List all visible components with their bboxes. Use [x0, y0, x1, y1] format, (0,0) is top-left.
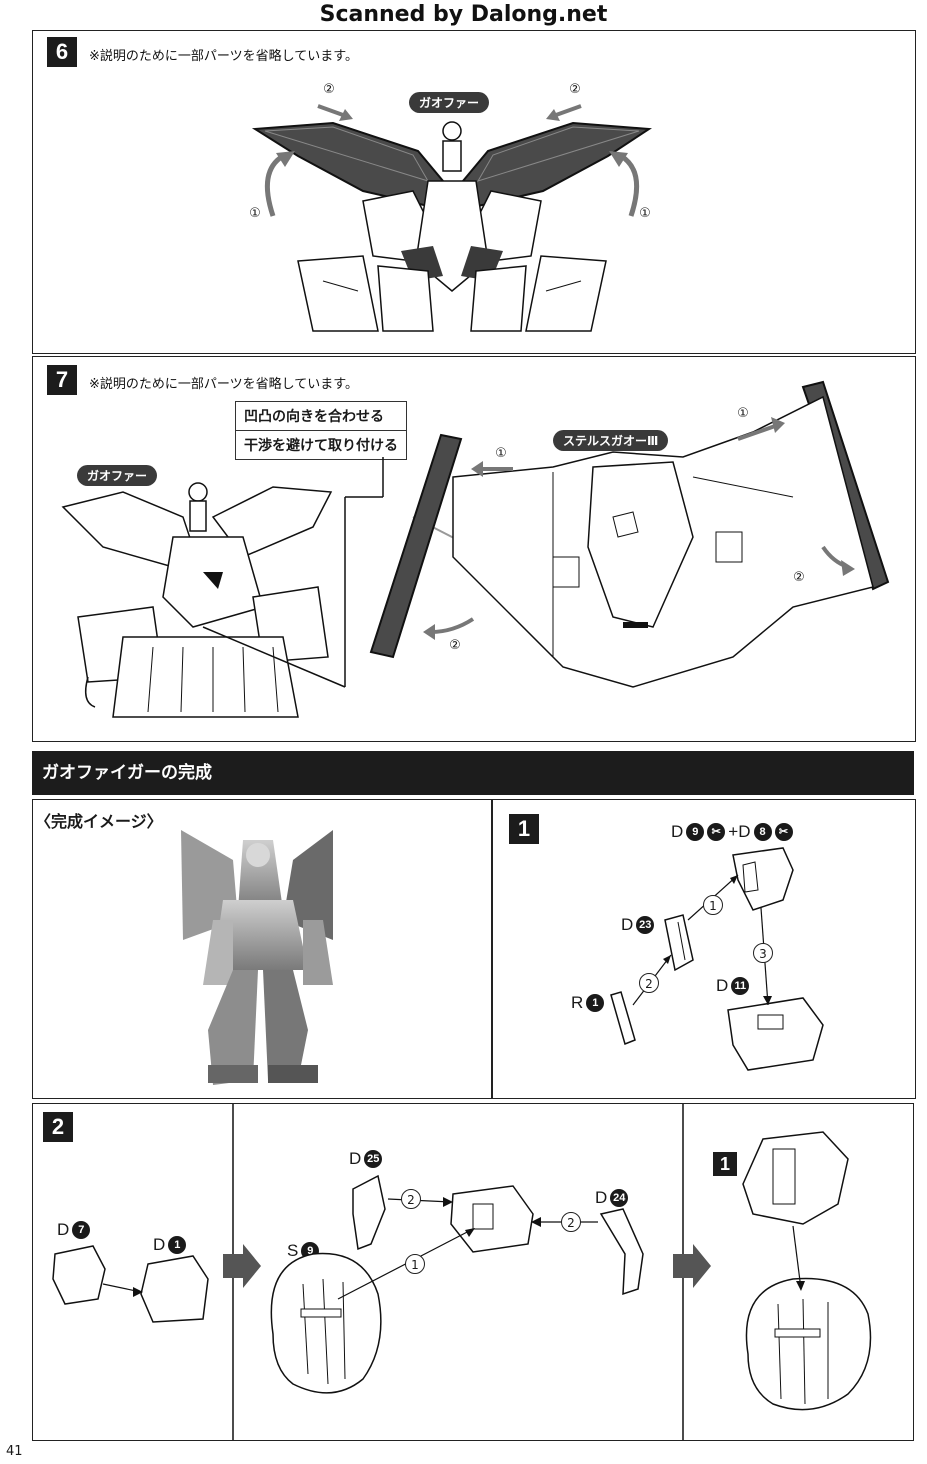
- substep-1-number: 1: [509, 814, 539, 844]
- part-d11-label: D 11: [716, 976, 750, 996]
- step-6-arrow-label-2-left: ②: [323, 82, 335, 97]
- section-title-bar: ガオファイガーの完成: [32, 751, 914, 795]
- part-badge-8: 8: [753, 823, 772, 841]
- part-badge-11: 11: [731, 977, 750, 995]
- part-d1-label: D 1: [153, 1235, 187, 1255]
- part-d25-label: D 25: [349, 1149, 383, 1169]
- substep-1-panel: 1 D 9 ✂ +D 8 ✂ D 23 D 11 R 1: [492, 799, 916, 1099]
- step-7-illustration: [61, 380, 890, 718]
- part-badge-24: 24: [610, 1189, 629, 1207]
- page-number: 41: [6, 1444, 23, 1459]
- part-letter: D: [153, 1235, 166, 1254]
- assembly-step-2-right: 2: [561, 1212, 581, 1232]
- substep-1-illustration: [610, 847, 824, 1071]
- assembly-step-1-center: 1: [405, 1254, 425, 1274]
- step-7-arrow-label-2-right: ②: [793, 570, 805, 585]
- step-6-note: ※説明のために一部パーツを省略しています。: [89, 49, 358, 64]
- assembly-step-2: 2: [639, 973, 659, 993]
- part-letter: D: [671, 822, 684, 841]
- part-letter: D: [349, 1149, 362, 1168]
- step-7-number: 7: [47, 365, 77, 395]
- part-badge-9: 9: [686, 823, 705, 841]
- step-6-number: 6: [47, 37, 77, 67]
- part-letter: D: [716, 976, 729, 995]
- callout-line-avoid: 干渉を避けて取り付ける: [236, 430, 406, 459]
- callout-line-align: 凹凸の向きを合わせる: [244, 409, 384, 425]
- assembly-step-1: 1: [703, 895, 723, 915]
- substep-2-number: 2: [43, 1112, 73, 1142]
- part-letter: D: [595, 1188, 608, 1207]
- part-badge-23: 23: [636, 916, 655, 934]
- reference-step-1-number: 1: [713, 1152, 737, 1176]
- instruction-callout: 凹凸の向きを合わせる 干渉を避けて取り付ける: [235, 401, 407, 460]
- complete-image-panel: 〈完成イメージ〉: [32, 799, 492, 1099]
- assembly-step-2-left: 2: [401, 1189, 421, 1209]
- step-7-arrow-label-2-left: ②: [449, 638, 461, 653]
- step-7-panel: 7 ※説明のために一部パーツを省略しています。 凹凸の向きを合わせる 干渉を避け…: [32, 356, 916, 742]
- part-letter: S: [287, 1241, 299, 1260]
- step-6-arrow-label-2-right: ②: [569, 82, 581, 97]
- substep-2-panel: 2 D 7 D 1 S 9 D 25 D 24: [32, 1103, 914, 1441]
- part-letter: D: [57, 1220, 70, 1239]
- step-6-panel: 6 ※説明のために一部パーツを省略しています。 ガオファー ①: [32, 30, 916, 354]
- part-d23-label: D 23: [621, 915, 655, 935]
- part-letter: R: [571, 993, 584, 1012]
- completed-robot-photo: [181, 830, 333, 1085]
- step-6-illustration: [251, 104, 652, 332]
- scan-watermark: Scanned by Dalong.net: [319, 2, 608, 27]
- part-d24-label: D 24: [595, 1188, 629, 1208]
- assembly-step-3: 3: [753, 943, 773, 963]
- cut-gate-icon: ✂: [774, 823, 793, 841]
- gaofar-label: ガオファー: [409, 92, 490, 113]
- cut-gate-icon: ✂: [707, 823, 726, 841]
- part-badge-7: 7: [72, 1221, 91, 1239]
- stealth-gao-label: ステルスガオーⅢ: [553, 430, 669, 451]
- step-6-arrow-label-1-right: ①: [639, 206, 651, 221]
- part-letter: D: [621, 915, 634, 934]
- part-badge-r1: 1: [586, 994, 605, 1012]
- part-plus-d: +D: [728, 822, 751, 841]
- step-7-note: ※説明のために一部パーツを省略しています。: [89, 377, 358, 392]
- part-d7-label: D 7: [57, 1220, 91, 1240]
- step-7-arrow-label-1-left: ①: [495, 446, 507, 461]
- part-r1-label: R 1: [571, 993, 605, 1013]
- part-d9-d8-label: D 9 ✂ +D 8 ✂: [671, 822, 793, 842]
- step-6-arrow-label-1-left: ①: [249, 206, 261, 221]
- part-badge-25: 25: [364, 1150, 383, 1168]
- gaofar-label: ガオファー: [77, 465, 158, 486]
- part-badge-1: 1: [168, 1236, 187, 1254]
- step-7-arrow-label-1-right: ①: [737, 406, 749, 421]
- complete-image-caption: 〈完成イメージ〉: [35, 812, 163, 831]
- substep-2-illustration: [52, 1131, 872, 1411]
